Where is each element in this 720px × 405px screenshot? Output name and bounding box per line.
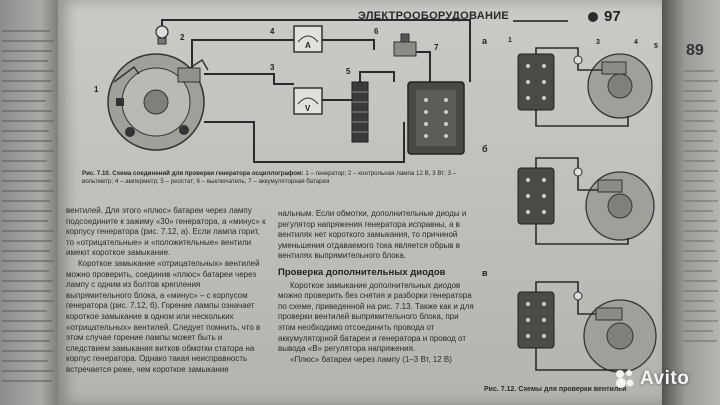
scheme-a (517, 47, 653, 127)
variant-b-label: б (482, 144, 488, 154)
callout-6: 6 (374, 27, 379, 36)
right-page-fragment: 89 (686, 42, 704, 59)
fig712-callout-5: 5 (654, 43, 658, 50)
paragraph: нальным. Если обмотки, дополнительные ди… (278, 209, 467, 261)
text-column-right: нальным. Если обмотки, дополнительные ди… (278, 209, 474, 365)
header-bullet-icon (588, 12, 598, 22)
section-heading: Проверка дополнительных диодов (278, 266, 446, 278)
voltmeter (293, 87, 323, 115)
voltmeter-symbol: V (305, 104, 311, 113)
generator-drawing (107, 53, 209, 151)
fig712-callout-4: 4 (634, 39, 638, 46)
avito-logo-icon (616, 370, 634, 388)
watermark-text: Avito (640, 368, 690, 389)
battery (407, 81, 465, 155)
callout-2: 2 (180, 33, 185, 42)
control-lamp-icon (155, 25, 169, 45)
page-number: 97 (604, 8, 621, 25)
fig712-callout-3: 3 (596, 39, 600, 46)
paragraph: «Плюс» батареи через лампу (1–3 Вт, 12 В… (290, 354, 452, 364)
callout-4: 4 (270, 27, 275, 36)
figure-7-10-caption-body: 1 – генератор; 2 – контрольная лампа 12 … (82, 170, 457, 185)
scheme-c (517, 281, 657, 373)
variant-a-label: а (482, 36, 488, 46)
figure-7-12-diagrams: а б в 1 2 3 4 5 (482, 36, 658, 373)
figure-7-10-caption-title: Рис. 7.10. Схема соединений для проверки… (82, 170, 304, 177)
callout-5: 5 (346, 67, 351, 76)
variant-c-label: в (482, 268, 488, 278)
scheme-b (517, 157, 655, 245)
callout-7: 7 (434, 43, 439, 52)
left-page-edge (0, 0, 58, 405)
figure-7-12-caption: Рис. 7.12. Схемы для проверки вентилей (484, 386, 627, 393)
figure-7-10-caption: Рис. 7.10. Схема соединений для проверки… (82, 170, 472, 186)
fig712-callout-1: 1 (508, 37, 512, 44)
figure-7-10-diagram: A V 1 2 3 (94, 19, 471, 163)
book-page: ЭЛЕКТРООБОРУДОВАНИЕ 97 (58, 0, 662, 405)
paragraph: Короткое замыкание «отрицательных» венти… (66, 258, 261, 374)
right-page-edge: 89 (662, 0, 720, 405)
ammeter (293, 25, 323, 53)
avito-watermark: Avito (614, 366, 714, 392)
paragraph: вентилей. Для этого «плюс» батареи через… (66, 206, 266, 258)
switch-icon (393, 33, 417, 57)
callout-1: 1 (94, 85, 99, 94)
rheostat (351, 81, 369, 143)
callout-3: 3 (270, 63, 275, 72)
paragraph: Короткое замыкание дополнительных диодов… (278, 280, 474, 354)
ammeter-symbol: A (305, 41, 311, 50)
text-column-left: вентилей. Для этого «плюс» батареи через… (66, 206, 268, 376)
